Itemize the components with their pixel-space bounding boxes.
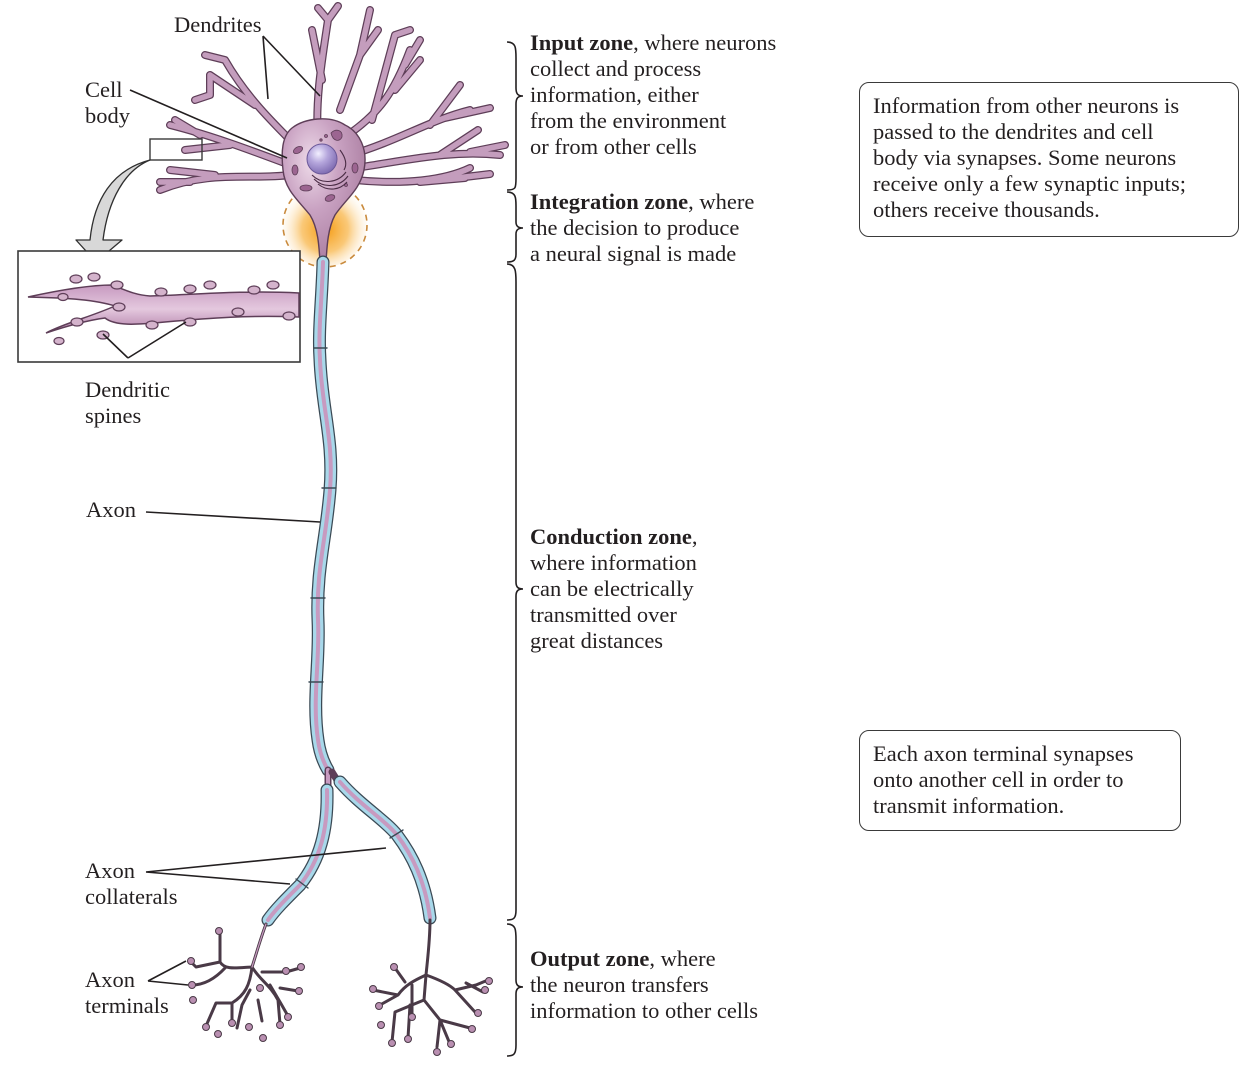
axon-collaterals-label-line: collaterals xyxy=(85,884,178,909)
note-line: passed to the dendrites and cell xyxy=(873,119,1154,144)
zone-line: the neuron transfers xyxy=(530,972,709,997)
zone-suffix: , where xyxy=(649,946,716,971)
zone-line: a neural signal is made xyxy=(530,241,737,266)
zone-suffix: , where neurons xyxy=(633,30,777,55)
leader-lines xyxy=(102,35,387,986)
zone-line: can be electrically xyxy=(530,576,694,601)
input-zone-brace xyxy=(506,41,524,191)
dendritic-spines-inset xyxy=(17,250,301,363)
cell-body xyxy=(281,118,366,263)
nodes-of-ranvier xyxy=(308,347,337,683)
axon-label: Axon xyxy=(86,497,136,522)
axon-collaterals-label: Axon collaterals xyxy=(85,858,177,910)
organelles xyxy=(291,129,359,202)
zone-line: from the environment xyxy=(530,108,727,133)
zone-suffix: , where xyxy=(688,189,755,214)
zone-line: where information xyxy=(530,550,697,575)
note-line: Each axon terminal synapses xyxy=(873,741,1134,766)
conduction-zone-brace xyxy=(506,263,524,921)
cell-body-label: Cell body xyxy=(85,77,130,129)
dendritic-spines-label: Dendritic spines xyxy=(85,377,170,429)
dendritic-spines-label-line: spines xyxy=(85,403,142,428)
axon-collaterals-label-line: Axon xyxy=(85,858,135,883)
golgi-apparatus xyxy=(311,149,349,190)
dendrites-label: Dendrites xyxy=(174,12,262,37)
note-line: body via synapses. Some neurons xyxy=(873,145,1177,170)
zone-line: the decision to produce xyxy=(530,215,740,240)
zone-line: or from other cells xyxy=(530,134,697,159)
zone-line: transmitted over xyxy=(530,602,677,627)
zone-line: information, either xyxy=(530,82,699,107)
output-zone-brace xyxy=(506,923,524,1057)
note-line: others receive thousands. xyxy=(873,197,1100,222)
axon-collaterals xyxy=(261,766,437,927)
axon-terminals xyxy=(187,918,493,1056)
integration-zone-text: Integration zone, where the decision to … xyxy=(530,189,754,267)
axon-terminals-label-line: terminals xyxy=(85,993,169,1018)
zone-suffix: , xyxy=(691,524,698,549)
cell-body-label-line: Cell xyxy=(85,77,123,102)
zone-name: Input zone xyxy=(530,30,634,55)
zone-name: Conduction zone xyxy=(530,524,692,549)
note-line: Information from other neurons is xyxy=(873,93,1180,118)
dendritic-spines-label-line: Dendritic xyxy=(85,377,170,402)
input-zone-text: Input zone, where neurons collect and pr… xyxy=(530,30,776,160)
cell-body-label-line: body xyxy=(85,103,130,128)
note-line: transmit information. xyxy=(873,793,1065,818)
zone-name: Integration zone xyxy=(530,189,689,214)
zone-line: collect and process xyxy=(530,56,702,81)
zone-name: Output zone xyxy=(530,946,650,971)
integration-zone-brace xyxy=(506,191,524,263)
note-line: receive only a few synaptic inputs; xyxy=(873,171,1187,196)
conduction-zone-text: Conduction zone, where information can b… xyxy=(530,524,698,654)
nucleus xyxy=(306,143,338,175)
terminal-boutons xyxy=(187,927,305,1042)
output-zone-text: Output zone, where the neuron transfers … xyxy=(530,946,758,1024)
axon-terminal-note: Each axon terminal synapses onto another… xyxy=(859,730,1181,831)
axon-terminals-label-line: Axon xyxy=(85,967,135,992)
magnify-arrow xyxy=(75,159,151,263)
synaptic-input-note: Information from other neurons is passed… xyxy=(859,82,1239,237)
dendrites xyxy=(156,2,509,194)
magnify-source-box xyxy=(149,138,203,161)
axon xyxy=(308,255,338,777)
zone-braces xyxy=(506,41,524,1057)
zone-line: great distances xyxy=(530,628,664,653)
axon-terminals-label: Axon terminals xyxy=(85,967,169,1019)
zone-line: information to other cells xyxy=(530,998,759,1023)
note-line: onto another cell in order to xyxy=(873,767,1124,792)
